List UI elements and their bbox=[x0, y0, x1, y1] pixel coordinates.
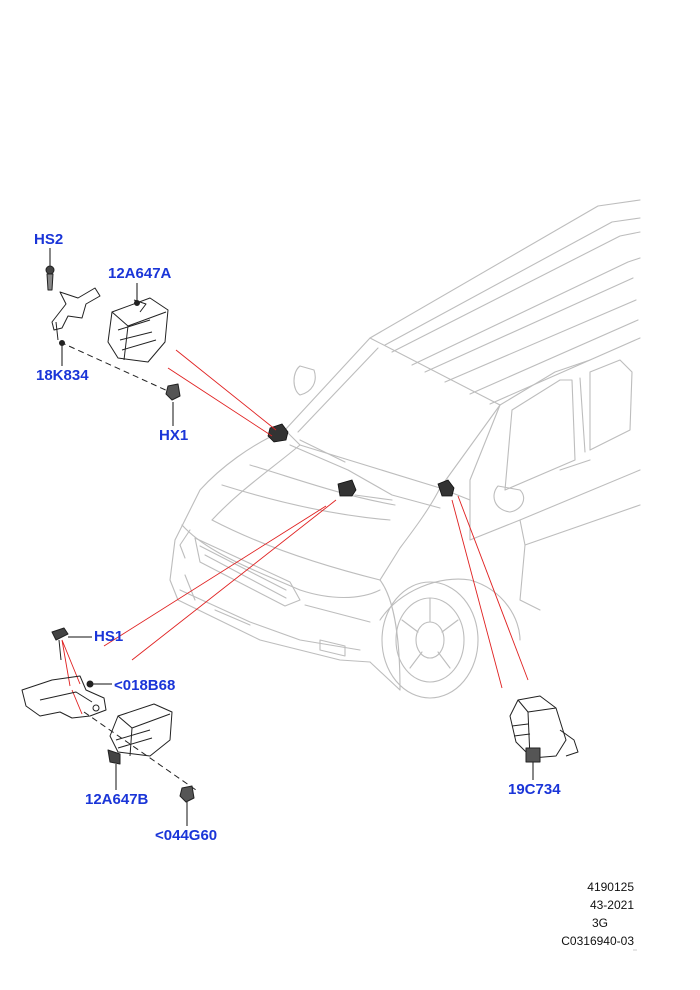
callout-12a647a: 12A647A bbox=[108, 265, 172, 282]
callout-044g60: <044G60 bbox=[155, 827, 218, 844]
reference-date-code: 43-2021 bbox=[589, 898, 634, 912]
callout-018b68: <018B68 bbox=[114, 677, 176, 694]
upper-module-assembly bbox=[45, 265, 181, 401]
lower-module-assembly bbox=[21, 627, 197, 803]
reference-variant: 3G bbox=[591, 916, 608, 930]
illustration-code: C0316940-03 bbox=[561, 934, 634, 948]
callout-hx1: HX1 bbox=[159, 427, 189, 444]
callout-stems bbox=[49, 248, 534, 826]
callout-18k834: 18K834 bbox=[36, 367, 89, 384]
callout-hs1: HS1 bbox=[94, 628, 124, 645]
callout-19c734: 19C734 bbox=[508, 781, 561, 798]
callout-hs2: HS2 bbox=[34, 231, 64, 248]
callout-12a647b: 12A647B bbox=[85, 791, 149, 808]
sensor-19c734 bbox=[509, 695, 579, 763]
vehicle-mounted-sensors bbox=[267, 423, 455, 497]
leader-lines bbox=[61, 349, 529, 715]
diagram-reference-block: 4190125 43-2021 3G C0316940-03 bbox=[474, 878, 634, 950]
reference-number: 4190125 bbox=[587, 880, 634, 894]
vehicle-outline bbox=[169, 199, 641, 699]
